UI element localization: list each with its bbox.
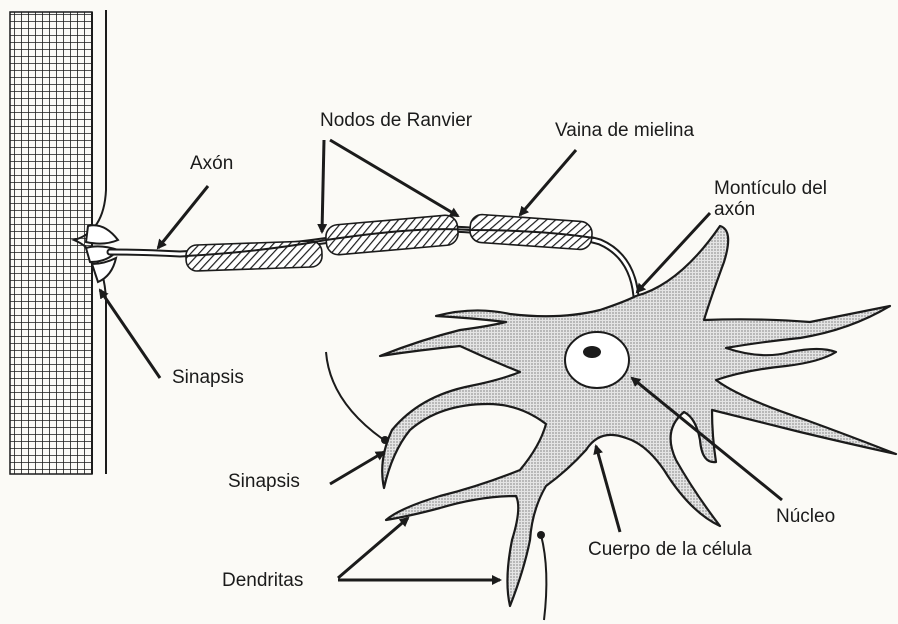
- label-cuerpo-celula: Cuerpo de la célula: [588, 540, 752, 561]
- nucleolus: [583, 346, 601, 358]
- label-axon: Axón: [190, 154, 233, 175]
- label-monticulo-axon: Montículo del axón: [714, 179, 827, 221]
- presynaptic-fiber-upper: [326, 352, 384, 440]
- myelin-sheath: [186, 214, 593, 272]
- label-monticulo-line2: axón: [714, 200, 827, 221]
- label-dendritas: Dendritas: [222, 571, 303, 592]
- presynaptic-fiber-lower: [541, 535, 546, 620]
- label-vaina-mielina: Vaina de mielina: [555, 121, 694, 142]
- nucleus: [565, 332, 629, 388]
- label-nodos-ranvier: Nodos de Ranvier: [320, 111, 472, 132]
- label-sinapsis-top: Sinapsis: [172, 368, 244, 389]
- label-monticulo-line1: Montículo del: [714, 179, 827, 200]
- label-sinapsis-bottom: Sinapsis: [228, 472, 300, 493]
- label-nucleo: Núcleo: [776, 507, 835, 528]
